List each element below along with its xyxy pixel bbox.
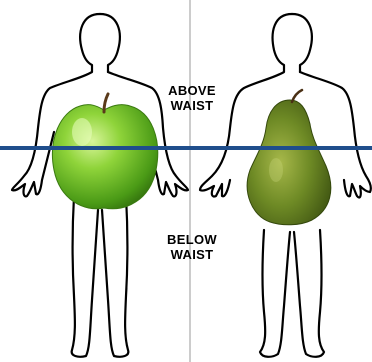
below-waist-label: BELOW WAIST [160,232,224,262]
above-label-line1: ABOVE [160,83,224,98]
below-label-line2: WAIST [160,247,224,262]
apple-icon [52,94,157,209]
below-label-line1: BELOW [160,232,224,247]
above-waist-label: ABOVE WAIST [160,83,224,113]
above-label-line2: WAIST [160,98,224,113]
pear-icon [247,90,331,225]
